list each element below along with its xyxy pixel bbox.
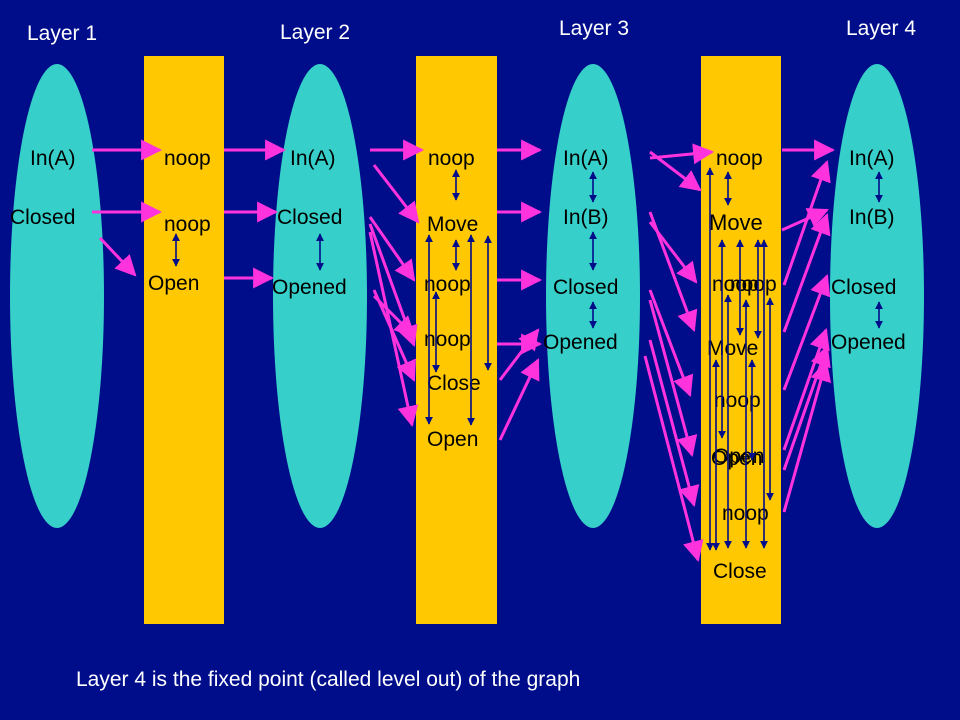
prop3-in-b: In(B): [563, 206, 609, 229]
link-arrow: [643, 355, 704, 563]
prop4-opened: Opened: [831, 331, 906, 354]
action1-noop: noop: [164, 147, 211, 170]
prop2-in-a: In(A): [290, 147, 336, 170]
prop3-opened: Opened: [543, 331, 618, 354]
caption: Layer 4 is the fixed point (called level…: [76, 668, 580, 691]
prop3-closed: Closed: [553, 276, 618, 299]
link-arrow: [498, 358, 540, 441]
link-arrow: [648, 221, 698, 284]
layer-1-heading: Layer 1: [27, 22, 97, 45]
link-arrow: [648, 289, 694, 397]
action3-move: Move: [707, 337, 758, 360]
link-arrow: [781, 208, 829, 232]
action2-move: Move: [427, 213, 478, 236]
prop4-closed: Closed: [831, 276, 896, 299]
action2-noop: noop: [424, 273, 471, 296]
proposition-layer-4: [830, 64, 924, 528]
link-arrow: [498, 328, 540, 381]
link-arrow: [98, 236, 137, 277]
link-arrow: [372, 164, 420, 224]
action3-noop: noop: [730, 273, 777, 296]
layer-2-heading: Layer 2: [280, 21, 350, 44]
action3-move: Move: [709, 210, 763, 235]
link-arrow: [782, 213, 831, 333]
action3-open: Open: [713, 445, 764, 468]
link-arrow: [648, 299, 698, 458]
link-arrow: [782, 274, 831, 391]
layer-3-heading: Layer 3: [559, 17, 629, 40]
proposition-layer-2: [273, 64, 367, 528]
link-arrow: [648, 339, 700, 508]
prop4-in-a: In(A): [849, 147, 895, 170]
action2-open: Open: [427, 428, 478, 451]
link-arrow: [372, 294, 416, 338]
prop3-in-a: In(A): [563, 147, 609, 170]
mutex-link-group: [172, 167, 883, 551]
action3-noop: noop: [714, 389, 761, 412]
prop2-closed: Closed: [277, 206, 342, 229]
link-arrow: [649, 143, 715, 165]
proposition-layer-1: [10, 64, 104, 528]
link-group: [92, 139, 836, 563]
action2-noop: noop: [428, 147, 475, 170]
action-layer-1: [144, 56, 224, 624]
link-arrow: [782, 345, 831, 471]
prop1-closed: Closed: [10, 206, 75, 229]
action2-noop: noop: [424, 328, 471, 351]
action3-noop: noop: [716, 147, 763, 170]
action1-noop: noop: [164, 213, 211, 236]
prop2-opened: Opened: [272, 276, 347, 299]
link-arrow: [368, 216, 416, 282]
layer-4-heading: Layer 4: [846, 17, 916, 40]
action3-close: Close: [713, 560, 767, 583]
action2-close: Close: [427, 372, 481, 395]
link-arrow: [782, 160, 831, 286]
prop4-in-b: In(B): [849, 206, 895, 229]
prop1-in-a: In(A): [30, 147, 76, 170]
link-arrow: [782, 359, 832, 513]
proposition-layer-3: [546, 64, 640, 528]
action1-open: Open: [148, 272, 199, 295]
